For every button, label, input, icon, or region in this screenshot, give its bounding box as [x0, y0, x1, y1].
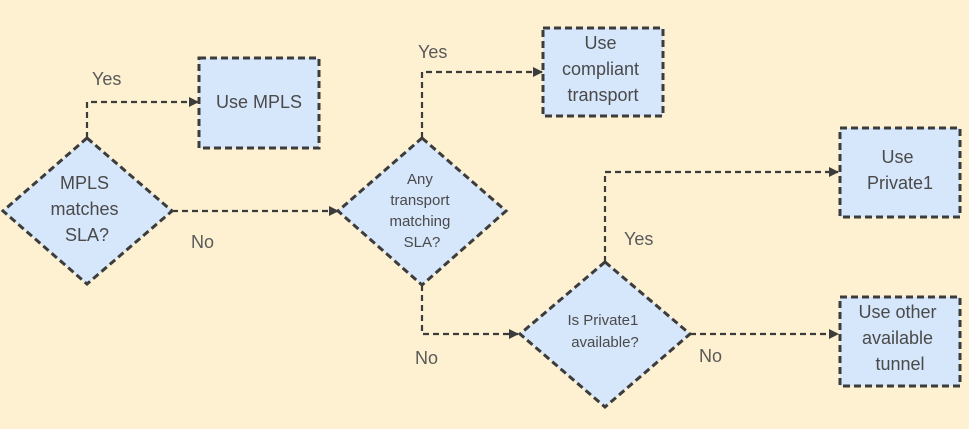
node-text: Is Private1 available? — [567, 312, 642, 351]
node-text: MPLS matches SLA? — [50, 173, 123, 245]
action-box — [838, 295, 962, 388]
edge-any-yes — [420, 67, 543, 138]
decision-diamond — [0, 136, 175, 286]
node-text: Use other available tunnel — [858, 302, 941, 374]
use-other-tunnel-box: Use other available tunnel — [838, 295, 962, 388]
node-text: Use Private1 — [867, 147, 933, 193]
use-compliant-transport-box: Use compliant transport — [541, 26, 665, 118]
any-transport-decision: Any transport matching SLA? — [335, 136, 509, 287]
use-mpls-box: Use MPLS — [197, 56, 321, 150]
edge-private1-yes — [603, 167, 839, 262]
decision-diamond — [517, 260, 693, 409]
edge-mpls-yes — [85, 97, 199, 138]
label-mpls-no: No — [191, 232, 214, 252]
private1-decision: Is Private1 available? — [517, 260, 693, 409]
use-private1-box: Use Private1 — [838, 126, 962, 219]
node-text: Use compliant transport — [562, 33, 644, 105]
label-mpls-yes: Yes — [92, 69, 121, 89]
label-private1-yes: Yes — [624, 229, 653, 249]
mpls-sla-decision: MPLS matches SLA? — [0, 136, 175, 286]
node-text: Any transport matching SLA? — [389, 171, 454, 251]
label-any-no: No — [415, 348, 438, 368]
action-box — [541, 26, 665, 118]
label-any-yes: Yes — [418, 42, 447, 62]
action-box — [838, 126, 962, 219]
edge-any-no — [420, 285, 519, 339]
action-box — [197, 56, 321, 150]
label-private1-no: No — [699, 346, 722, 366]
node-text: Use MPLS — [216, 92, 302, 112]
decision-diamond — [335, 136, 509, 287]
